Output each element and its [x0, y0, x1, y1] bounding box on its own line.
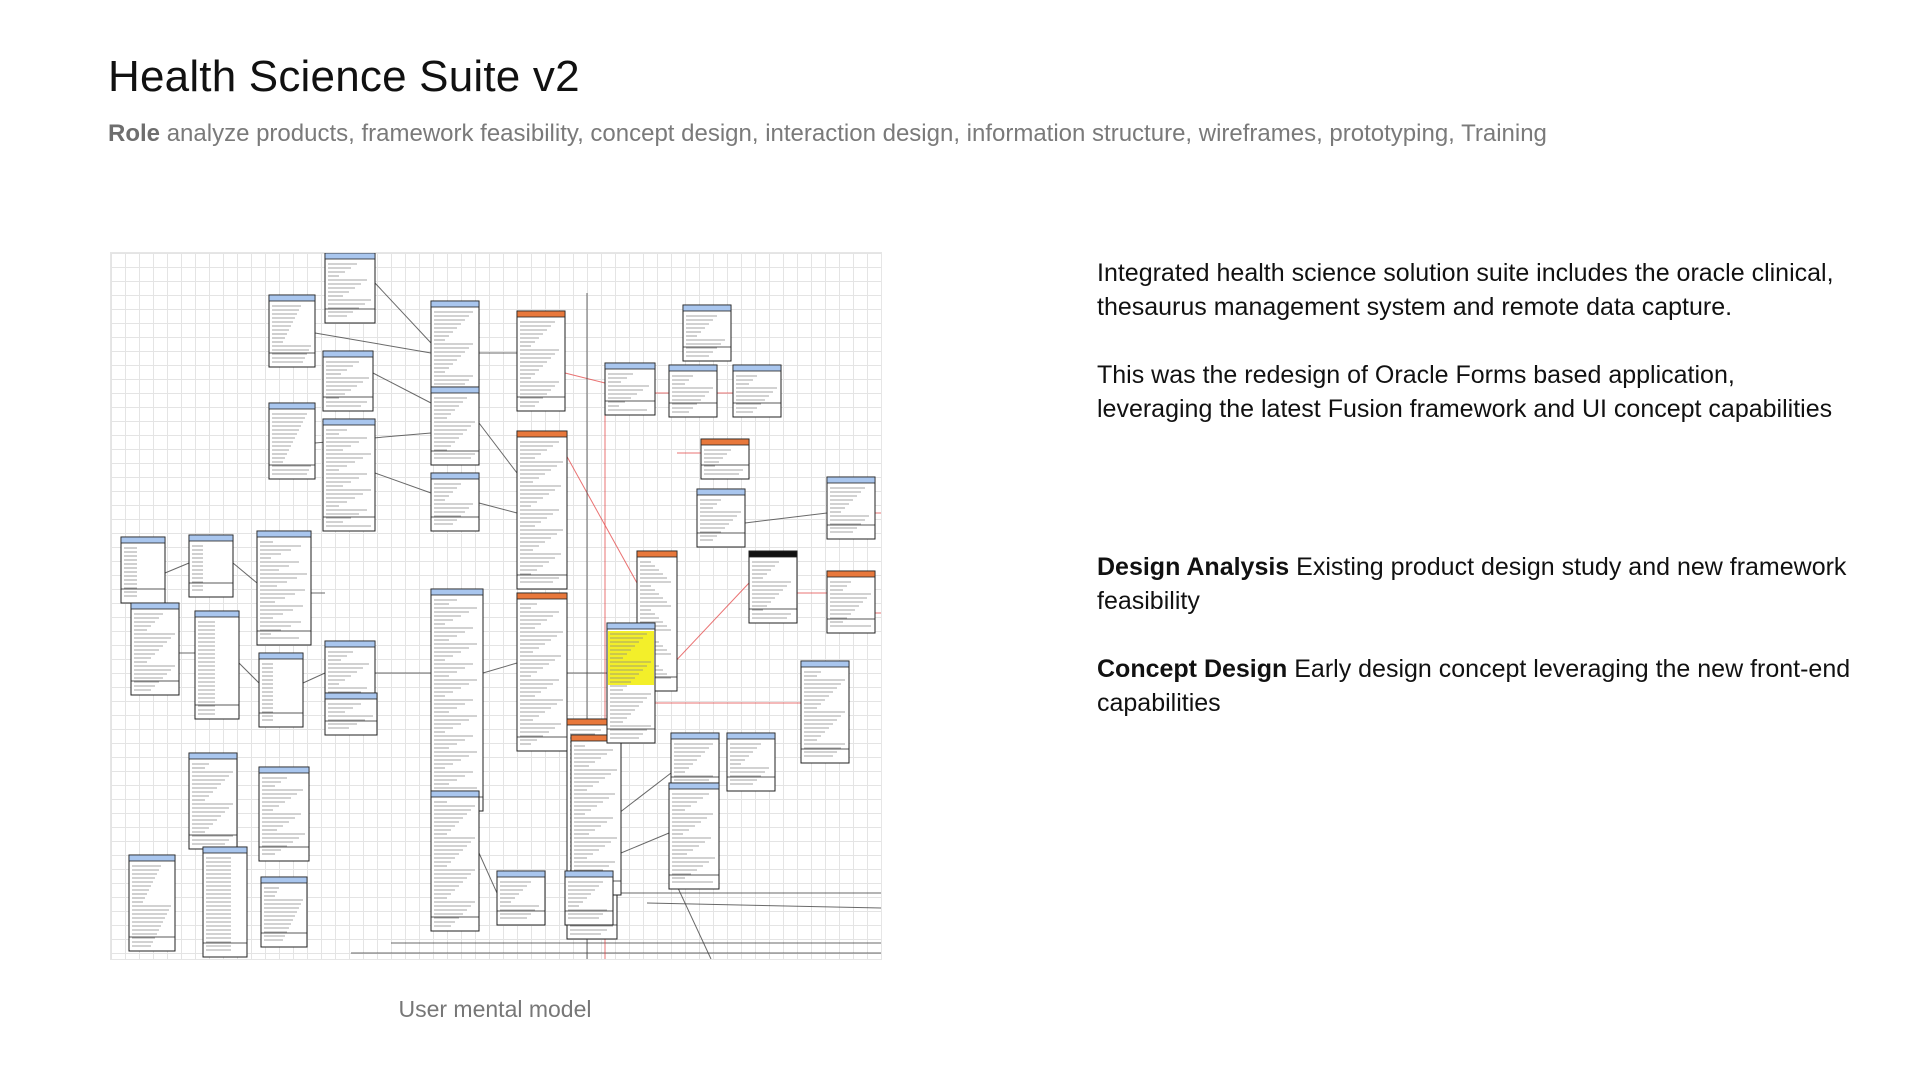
relation-line	[478, 852, 498, 894]
entity-header	[670, 732, 720, 740]
entity-header	[128, 854, 176, 862]
entity-header	[202, 846, 248, 854]
entity-header	[324, 640, 376, 648]
entity-header	[826, 476, 876, 484]
entity-header	[430, 790, 480, 798]
entity-header	[604, 362, 656, 370]
entity-header	[258, 652, 304, 660]
entity-header	[682, 304, 732, 312]
entity-box	[682, 304, 732, 362]
entity-box	[128, 854, 176, 952]
entity-header	[748, 550, 798, 558]
entity-box	[668, 782, 720, 890]
entity-header	[430, 386, 480, 394]
entity-header	[430, 472, 480, 480]
entity-header	[732, 364, 782, 372]
entity-header	[194, 610, 240, 618]
entity-header	[668, 364, 718, 372]
entity-header	[826, 570, 876, 578]
role-line: Role analyze products, framework feasibi…	[108, 120, 1547, 148]
role-label: Role	[108, 120, 161, 147]
entity-box	[668, 364, 718, 418]
entity-header	[324, 253, 376, 260]
entity-header	[130, 602, 180, 610]
er-diagram-image	[110, 252, 882, 960]
section-label: Design Analysis	[1097, 553, 1290, 581]
relation-line	[620, 832, 670, 854]
entity-header	[188, 534, 234, 542]
entity-header	[324, 692, 378, 700]
entity-box	[670, 732, 720, 792]
section-label: Concept Design	[1097, 655, 1288, 683]
entity-header	[516, 592, 568, 600]
entity-header	[268, 402, 316, 410]
relation-line	[232, 562, 258, 584]
section-design-analysis: Design Analysis Existing product design …	[1097, 550, 1857, 618]
entity-header	[696, 488, 746, 496]
relation-line	[564, 452, 638, 584]
entity-header	[322, 350, 374, 358]
entity-box	[322, 350, 374, 412]
entity-header	[430, 300, 480, 308]
description-panel: Integrated health science solution suite…	[1097, 256, 1857, 754]
entity-header	[258, 766, 310, 774]
role-sections: Design Analysis Existing product design …	[1097, 550, 1857, 720]
entity-header	[606, 622, 656, 630]
entity-box	[268, 294, 316, 368]
relation-line	[482, 662, 518, 674]
entity-header	[496, 870, 546, 878]
er-diagram-canvas	[120, 253, 881, 959]
relation-line	[564, 372, 606, 384]
relation-line	[302, 672, 326, 684]
entity-box	[700, 438, 750, 480]
relation-line	[478, 422, 518, 474]
relation-line	[744, 512, 828, 524]
entity-box	[194, 610, 240, 720]
entity-box	[726, 732, 776, 792]
section-text: Existing product design study and new fr…	[1097, 553, 1847, 615]
relation-line	[374, 282, 432, 344]
relation-line	[314, 332, 432, 354]
relation-line	[238, 662, 260, 684]
entity-header	[564, 870, 614, 878]
diagram-caption: User mental model	[398, 996, 592, 1022]
entity-header	[726, 732, 776, 740]
relation-line	[374, 472, 432, 494]
entity-header	[120, 536, 166, 544]
entity-header	[188, 752, 238, 760]
entity-header	[516, 430, 568, 438]
entity-header	[700, 438, 750, 446]
relation-line	[478, 502, 518, 514]
entity-header	[516, 310, 566, 318]
entity-box	[748, 550, 798, 624]
entity-header	[256, 530, 312, 538]
relation-line	[618, 772, 672, 814]
entity-header	[800, 660, 850, 668]
description-paragraph-1: Integrated health science solution suite…	[1097, 259, 1834, 321]
section-text: Early design concept leveraging the new …	[1097, 655, 1851, 717]
entity-header	[268, 294, 316, 302]
entity-box	[256, 530, 312, 646]
entity-box	[120, 536, 166, 604]
role-text: analyze products, framework feasibility,…	[166, 120, 1547, 147]
relation-line	[646, 902, 881, 909]
description-paragraph-2: This was the redesign of Oracle Forms ba…	[1097, 361, 1833, 423]
relation-line	[164, 562, 190, 574]
section-concept-design: Concept Design Early design concept leve…	[1097, 652, 1857, 720]
entity-header	[636, 550, 678, 558]
entity-box	[732, 364, 782, 418]
entity-box	[696, 488, 746, 548]
entity-header	[322, 418, 376, 426]
relation-line	[372, 372, 432, 404]
entity-header	[668, 782, 720, 790]
entity-box	[430, 472, 480, 532]
entity-header	[260, 876, 308, 884]
entity-box	[258, 652, 304, 728]
entity-box	[188, 752, 238, 850]
entity-box	[604, 362, 656, 416]
entity-header	[430, 588, 484, 596]
page-title: Health Science Suite v2	[108, 52, 580, 101]
